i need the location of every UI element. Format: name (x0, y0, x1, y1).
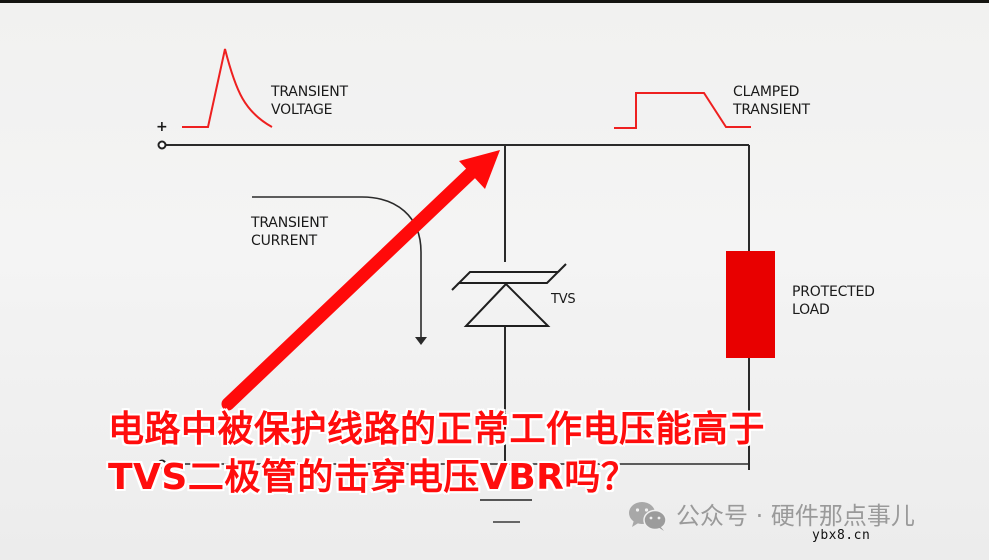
tvs-label: TVS (551, 292, 576, 307)
tvs-diode-symbol (451, 263, 567, 327)
plus-label: + (156, 119, 168, 135)
question-caption: 电路中被保护线路的正常工作电压能高于 TVS二极管的击穿电压VBR吗？ (108, 406, 765, 502)
red-pointer-arrow (221, 150, 500, 411)
transient-current-label: TRANSIENT CURRENT (251, 215, 328, 249)
wechat-watermark: 公众号 · 硬件那点事儿 (628, 500, 915, 532)
caption-line-1: 电路中被保护线路的正常工作电压能高于 (108, 409, 766, 450)
protected-load-resistor (726, 251, 775, 358)
clamped-transient-waveform (614, 92, 751, 129)
transient-voltage-waveform (182, 48, 273, 128)
protected-load-label: PROTECTED LOAD (792, 284, 875, 318)
transient-voltage-label: TRANSIENT VOLTAGE (271, 84, 348, 118)
positive-terminal (157, 140, 167, 150)
watermark-text: 公众号 · 硬件那点事儿 (676, 502, 915, 530)
caption-line-2: TVS二极管的击穿电压VBR吗？ (108, 457, 638, 498)
transient-current-arrow (252, 196, 427, 345)
wechat-icon (629, 502, 667, 531)
negative-terminal (157, 459, 167, 469)
clamped-transient-label: CLAMPED TRANSIENT (733, 84, 810, 118)
ground-symbol (480, 499, 532, 523)
site-stamp: ybx8.cn (812, 528, 871, 543)
top-border (0, 0, 989, 3)
